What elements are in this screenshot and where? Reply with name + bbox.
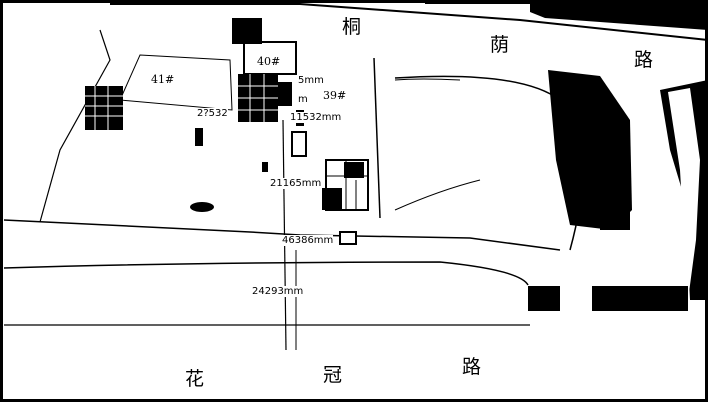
tongyin-road-edge xyxy=(110,3,708,41)
road-label-tongyin-3: 路 xyxy=(634,49,654,71)
top-edge-mark xyxy=(425,0,535,4)
building-label-39: 39# xyxy=(322,89,348,102)
road-label-huaguan-1: 花 xyxy=(185,368,205,390)
building-40-side xyxy=(278,82,292,106)
road-label-tongyin-1: 桐 xyxy=(342,16,362,38)
left-block-hatch xyxy=(85,86,123,130)
upper-site-curve xyxy=(394,78,461,81)
road-label-tongyin-2: 荫 xyxy=(490,34,510,56)
dim-label-mm-partial: m xyxy=(298,94,308,105)
left-hatched-block xyxy=(85,86,123,130)
dim-label-11532: 11532mm xyxy=(290,112,342,123)
dim-box-46386 xyxy=(339,231,357,245)
road-label-huaguan-2: 冠 xyxy=(323,364,343,386)
dim-label-left-partial: 2?532 xyxy=(197,108,228,119)
building-39-marker xyxy=(291,131,307,157)
dim-label-24293: 24293mm xyxy=(252,286,304,297)
building-40-dark-mass xyxy=(232,18,262,44)
central-building-dark-1 xyxy=(322,188,342,210)
lower-right-curve xyxy=(394,179,481,211)
small-mark-2 xyxy=(262,162,268,172)
right-edge-white-curve xyxy=(668,88,700,300)
central-building-dark-2 xyxy=(344,162,364,178)
dim-label-top-mm: 5mm xyxy=(298,75,324,86)
lower-right-gap xyxy=(560,286,592,311)
building-label-41: 41# xyxy=(150,73,176,86)
road-label-huaguan-3: 路 xyxy=(462,356,482,378)
right-dark-block xyxy=(600,120,630,230)
left-building-outline xyxy=(119,54,233,111)
dim-label-21165: 21165mm xyxy=(270,178,322,189)
center-vertical-line xyxy=(373,57,381,219)
building-label-40: 40# xyxy=(256,55,282,68)
building-40-hatch xyxy=(238,74,278,122)
dim-label-46386: 46386mm xyxy=(282,235,334,246)
small-vehicle-mark xyxy=(190,202,214,212)
lower-right-dark-bar xyxy=(528,286,688,311)
small-mark-1 xyxy=(195,128,203,146)
main-road-upper-edge xyxy=(3,261,529,286)
top-right-dark-area xyxy=(530,0,708,30)
central-building-hatch xyxy=(326,160,368,210)
